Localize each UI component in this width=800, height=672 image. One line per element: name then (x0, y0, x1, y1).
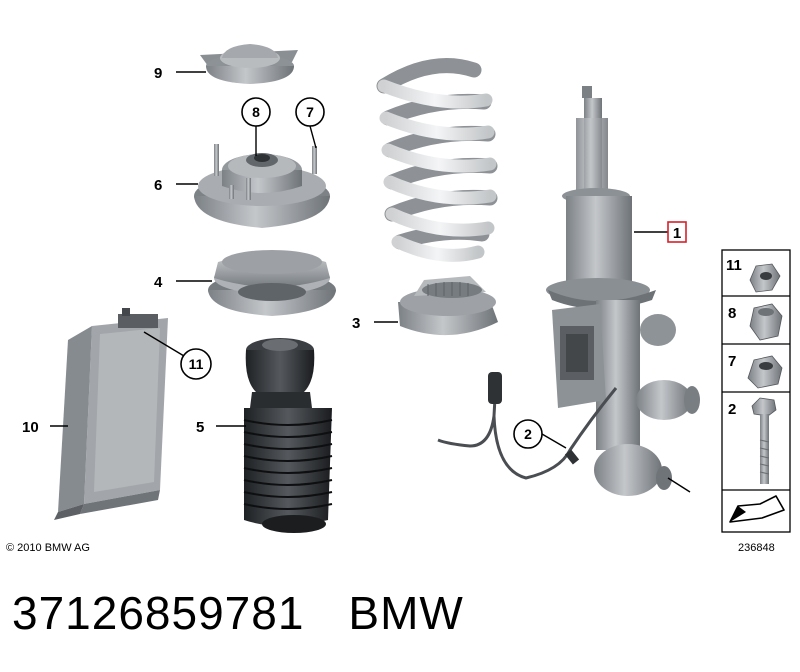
svg-text:5: 5 (196, 419, 204, 436)
callout-6: 6 (154, 177, 162, 194)
legend-item-7: 7 (728, 353, 783, 389)
svg-text:3: 3 (352, 315, 360, 332)
svg-text:8: 8 (252, 104, 260, 120)
svg-text:2: 2 (728, 401, 736, 418)
hex-nut-icon (749, 303, 783, 341)
callout-5: 5 (196, 419, 204, 436)
legend-item-8: 8 (728, 303, 783, 341)
svg-text:4: 4 (154, 274, 163, 291)
callout-9: 9 (154, 65, 162, 82)
svg-text:1: 1 (673, 225, 681, 242)
part-4-spring-seat (208, 250, 336, 316)
svg-text:11: 11 (189, 356, 204, 372)
part-10-control-unit (54, 308, 168, 520)
legend-item-11: 11 (726, 257, 781, 293)
svg-text:10: 10 (22, 419, 39, 436)
svg-text:9: 9 (154, 65, 162, 82)
svg-text:11: 11 (726, 257, 742, 274)
diagram-reference-id: 236848 (738, 542, 775, 554)
callout-3: 3 (352, 315, 360, 332)
svg-text:7: 7 (306, 104, 314, 120)
small-parts-legend (721, 249, 791, 533)
part-6-top-mount (194, 144, 330, 228)
legend-item-2: 2 (728, 397, 777, 484)
callout-2: 2 (513, 419, 543, 449)
callout-4: 4 (154, 274, 163, 291)
callout-10: 10 (22, 419, 39, 436)
callout-8: 8 (241, 97, 271, 127)
part-9-dust-cap (200, 44, 298, 84)
bolt-icon (751, 397, 777, 417)
callout-1-highlighted: 1 (667, 221, 687, 243)
part-caption: 37126859781 BMW (12, 586, 464, 640)
direction-arrow-icon (729, 495, 785, 523)
svg-text:8: 8 (728, 305, 736, 322)
svg-text:2: 2 (524, 426, 532, 442)
coil-spring (376, 58, 498, 262)
flange-nut-icon (747, 355, 783, 389)
part-number: 37126859781 (12, 587, 305, 639)
part-1-strut-assembly (437, 86, 700, 496)
svg-text:7: 7 (728, 353, 736, 370)
callout-7: 7 (295, 97, 325, 127)
svg-text:6: 6 (154, 177, 162, 194)
part-3-lower-spring-seat (398, 276, 498, 336)
brand-name: BMW (348, 587, 464, 639)
leader-lines (50, 71, 668, 449)
copyright-notice: © 2010 BMW AG (6, 542, 90, 554)
part-5-bump-stop-boot (243, 338, 333, 533)
callout-11: 11 (180, 348, 212, 380)
